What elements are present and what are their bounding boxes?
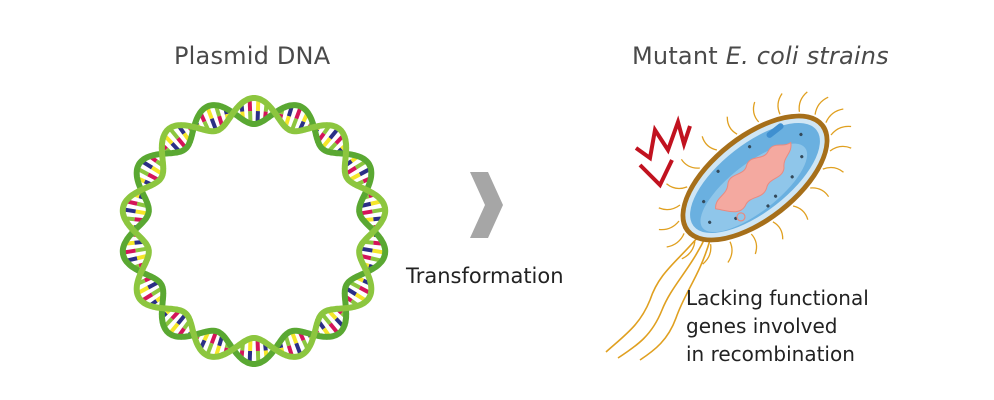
ecoli-cell [680, 113, 830, 243]
pili [658, 91, 852, 265]
pilus [750, 233, 758, 255]
plasmid-in-cell [766, 123, 784, 138]
pilus [666, 183, 688, 190]
alert-zigzag-icon [634, 115, 692, 162]
pilus [772, 221, 784, 240]
pilus [727, 241, 733, 263]
mutant-title-prefix: Mutant [632, 42, 718, 70]
pilus [825, 108, 844, 123]
plasmid-dna-title: Plasmid DNA [174, 42, 331, 70]
note-line-3: in recombination [686, 342, 855, 366]
pilus [701, 136, 718, 151]
note-line-2: genes involved [686, 314, 838, 338]
pilus [658, 220, 680, 231]
pilus [666, 233, 685, 248]
pilus [658, 204, 681, 211]
pilus [777, 93, 783, 115]
pilus [681, 241, 696, 260]
pilus [752, 101, 760, 123]
mutant-title-italic: E. coli strains [725, 42, 889, 70]
nucleoid [715, 141, 792, 213]
pilus [702, 244, 712, 265]
mutant-strains-title: Mutant E. coli strains [632, 42, 889, 70]
pilus [814, 96, 829, 115]
pilus [822, 166, 844, 173]
pilus [792, 205, 809, 220]
mutant-note: Lacking functional genes involved in rec… [686, 284, 869, 368]
pilus [810, 187, 830, 198]
alert-zigzag-lower [638, 159, 674, 189]
pilus [798, 91, 808, 112]
dna-strand-inner [119, 95, 389, 360]
flagella [605, 231, 711, 361]
pilus [830, 125, 852, 136]
ribosomes [702, 132, 804, 224]
pilus [680, 158, 700, 169]
pilus [829, 145, 852, 152]
note-line-1: Lacking functional [686, 286, 869, 310]
pilus [726, 116, 738, 135]
plasmid-dna-ring [119, 95, 389, 367]
transformation-label: Transformation [406, 264, 564, 288]
transformation-arrow [470, 172, 503, 238]
